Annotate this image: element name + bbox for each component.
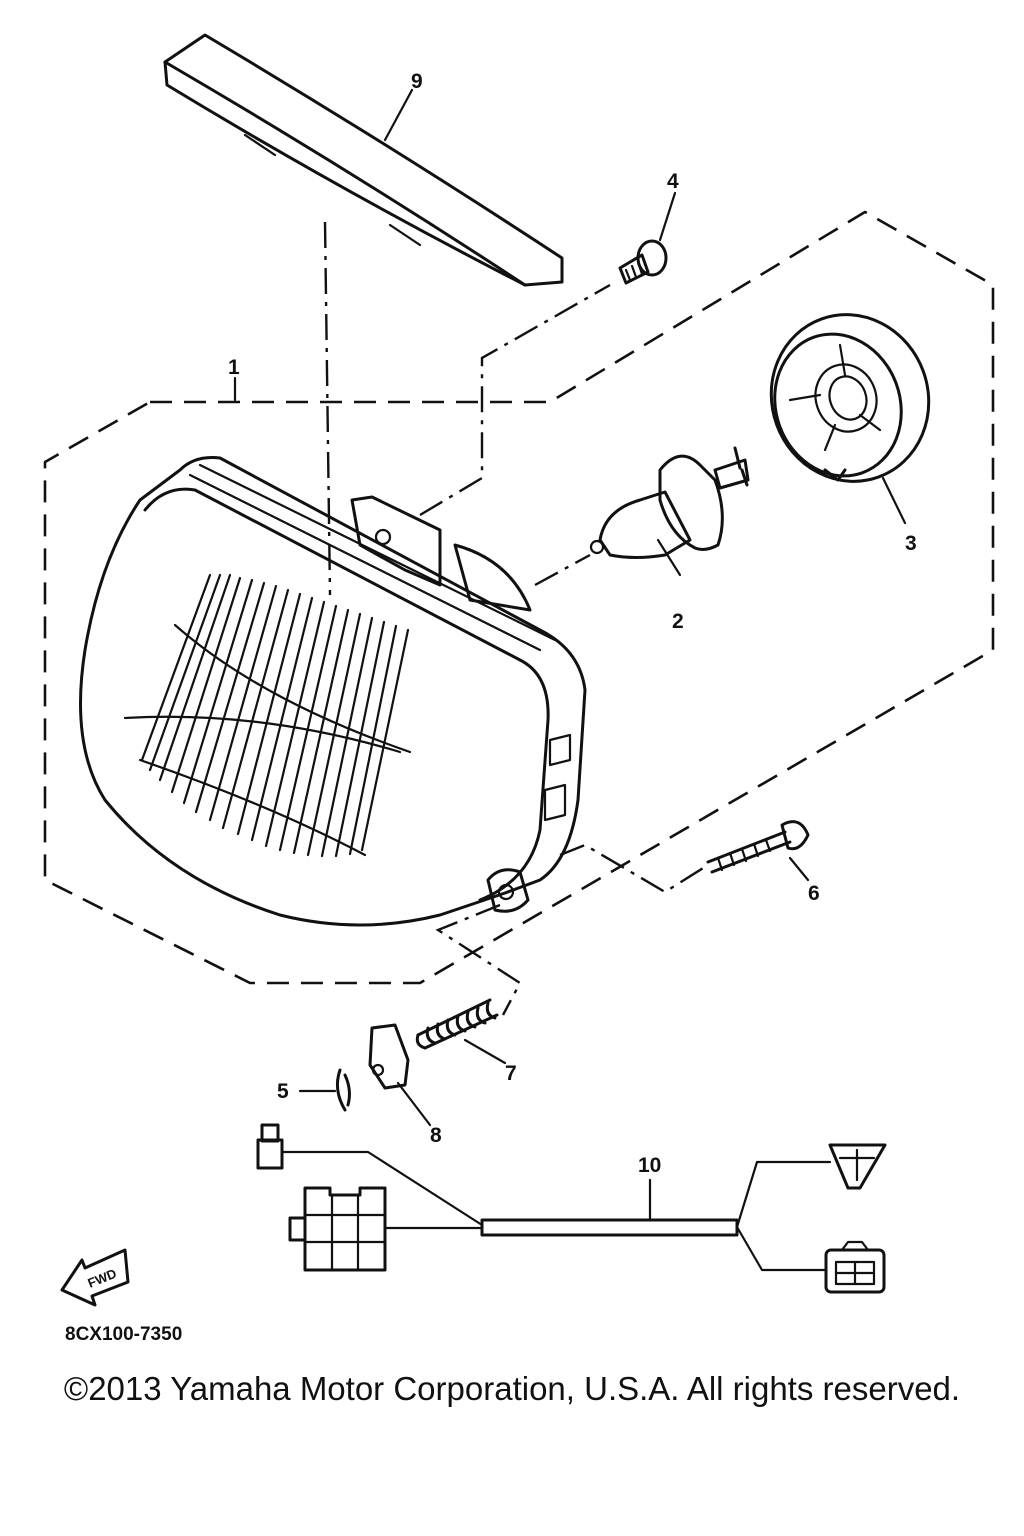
part-4-screw bbox=[618, 239, 668, 285]
fwd-direction-arrow: FWD bbox=[60, 1248, 130, 1307]
alignment-line bbox=[323, 221, 332, 596]
part-1-headlight-housing bbox=[79, 456, 587, 927]
assembly-boundary bbox=[43, 210, 995, 985]
part-10-wire-harness bbox=[256, 1123, 887, 1294]
callout-7: 7 bbox=[505, 1062, 517, 1085]
copyright-notice: ©2013 Yamaha Motor Corporation, U.S.A. A… bbox=[63, 1370, 961, 1407]
part-8-adjuster bbox=[368, 1023, 410, 1090]
callout-9: 9 bbox=[411, 70, 423, 93]
callout-4: 4 bbox=[667, 170, 679, 193]
callout-8: 8 bbox=[430, 1124, 442, 1147]
part-code: 8CX100-7350 bbox=[65, 1324, 182, 1345]
part-6-adjusting-screw bbox=[706, 820, 810, 874]
part-5-clip bbox=[335, 1068, 351, 1112]
part-4-leader-path bbox=[419, 283, 611, 517]
callout-3: 3 bbox=[905, 532, 917, 555]
part-7-spring bbox=[415, 998, 499, 1050]
callout-1: 1 bbox=[228, 356, 240, 379]
callout-leaders bbox=[233, 88, 907, 1222]
headlight-exploded-diagram: FWD 1 2 3 4 5 6 7 8 9 10 8CX100-7350 bbox=[43, 33, 995, 1345]
part-9-visor-strip bbox=[163, 33, 564, 287]
callout-6: 6 bbox=[808, 882, 820, 905]
callout-10: 10 bbox=[638, 1154, 661, 1177]
part-7-leader-path bbox=[435, 903, 522, 1016]
part-2-bulb bbox=[534, 446, 750, 587]
part-6-leader-path bbox=[559, 843, 709, 894]
callout-5: 5 bbox=[277, 1080, 289, 1103]
callout-2: 2 bbox=[672, 610, 684, 633]
part-3-bulb-cover bbox=[769, 313, 931, 483]
